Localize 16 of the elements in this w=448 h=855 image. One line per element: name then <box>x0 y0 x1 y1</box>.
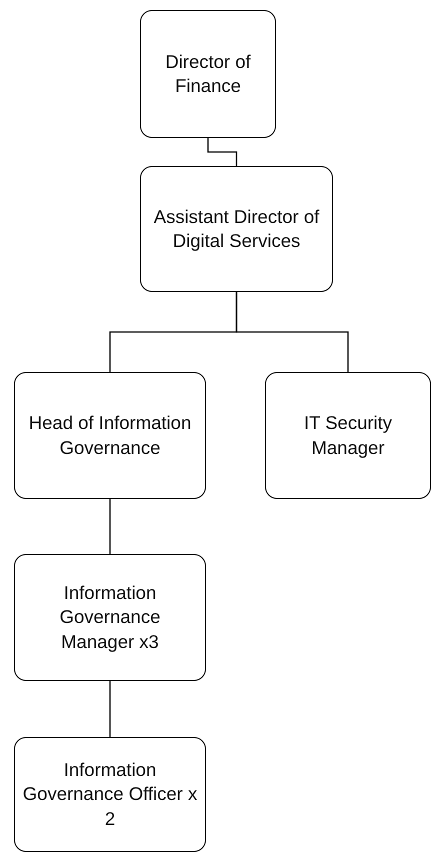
role-box <box>14 737 206 852</box>
connector-line <box>207 138 238 166</box>
role-title: IT Security Manager <box>302 411 394 460</box>
role-box <box>14 554 206 681</box>
connector-line <box>236 292 349 372</box>
role-title: Assistant Director of Digital Services <box>152 204 320 253</box>
role-title: Head of Information Governance <box>28 411 192 460</box>
role-title: Information Governance Officer x 2 <box>22 758 198 831</box>
role-title: Director of Finance <box>164 50 252 98</box>
role-box <box>14 372 206 499</box>
role-box <box>140 10 276 138</box>
role-title: Information Governance Manager x3 <box>58 581 162 654</box>
role-box <box>265 372 431 499</box>
connector-line <box>109 681 111 737</box>
role-box <box>140 166 333 292</box>
connector-line <box>109 499 111 554</box>
